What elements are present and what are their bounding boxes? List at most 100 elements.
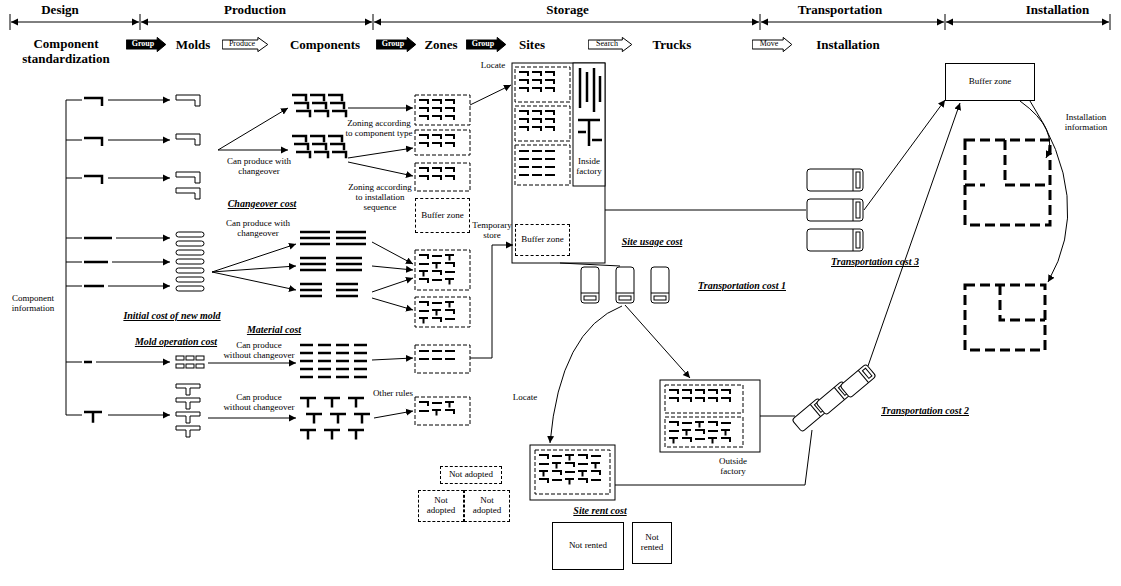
flow-arrow <box>550 306 622 443</box>
bar-component <box>300 269 326 272</box>
l-mold <box>176 172 200 183</box>
l-component <box>721 390 730 394</box>
l-component <box>532 72 541 76</box>
l-component <box>708 390 717 394</box>
phase-tick <box>10 14 11 30</box>
l-component <box>332 152 346 158</box>
bar-component <box>539 463 549 465</box>
phase-arrow <box>946 22 1109 23</box>
install-arrow <box>1020 101 1050 158</box>
flow-arrow <box>625 305 690 378</box>
bar-component <box>432 302 442 304</box>
flow-arrow <box>208 418 296 419</box>
bar-component <box>552 479 562 481</box>
t-component <box>578 471 587 476</box>
bar-component <box>432 350 442 352</box>
flow-arrow <box>372 358 413 360</box>
l-component <box>682 390 691 394</box>
l-component <box>312 103 326 109</box>
l-component <box>552 471 561 475</box>
truck <box>807 199 863 221</box>
bar-mold <box>176 250 204 255</box>
flow-line <box>615 430 812 485</box>
truck-window <box>654 296 666 300</box>
t-component <box>721 430 730 435</box>
l-component <box>445 263 454 267</box>
node-text: Group <box>132 40 155 49</box>
bar-component <box>354 376 367 379</box>
bar-component <box>354 368 367 371</box>
t-component <box>324 430 340 440</box>
phase-arrow <box>141 22 372 23</box>
note-label: Component information <box>2 293 64 313</box>
t-component <box>695 422 704 427</box>
flow-arrow <box>372 242 413 264</box>
step-arrow: Group <box>466 37 506 52</box>
bar-component <box>318 376 331 379</box>
bar-component <box>336 283 358 286</box>
l-component <box>294 144 308 150</box>
l-component <box>545 72 554 76</box>
cost-label: Transportation cost 3 <box>820 256 930 267</box>
l-component <box>292 95 306 101</box>
flow-arrow <box>348 148 413 158</box>
zone-box: Not adopted <box>464 490 510 522</box>
node-text: Group <box>472 40 495 49</box>
flow-arrow <box>374 411 413 418</box>
node-text: Not adopted <box>449 470 493 480</box>
l-component <box>432 271 441 275</box>
l-component <box>532 111 541 115</box>
l-component <box>310 95 324 101</box>
bar-component <box>84 285 104 288</box>
outside-factory-site <box>530 445 615 500</box>
node-text: Not adopted <box>419 496 463 516</box>
flow-arrow <box>108 178 170 179</box>
truck-window <box>856 202 860 218</box>
l-component <box>669 390 678 394</box>
l-component <box>591 471 600 475</box>
l-component <box>432 116 441 120</box>
storage-zone <box>535 450 610 494</box>
l-component <box>519 72 528 76</box>
cost-label: Transportation cost 1 <box>690 280 794 291</box>
l-component <box>445 310 454 314</box>
bar-component <box>432 402 442 404</box>
note-label: Can produce with changeover <box>222 156 296 176</box>
truck-body <box>581 267 599 303</box>
zone-box: Buffer zone <box>415 198 470 233</box>
l-component <box>695 430 704 434</box>
bar-mold <box>176 286 204 291</box>
l-component <box>708 422 717 426</box>
note-label: Zoning according to installation sequenc… <box>346 182 414 212</box>
bar-component <box>545 150 555 152</box>
l-component <box>539 479 548 483</box>
l-component <box>445 100 454 104</box>
t-component <box>348 430 364 440</box>
cost-label: Material cost <box>238 324 310 335</box>
l-component <box>432 176 441 180</box>
l-component <box>545 127 554 131</box>
bar-component <box>593 68 596 112</box>
node-text: Not rented <box>633 533 671 553</box>
t-component <box>682 430 691 435</box>
storage-zone <box>665 417 743 447</box>
l-component <box>419 116 428 120</box>
bar-component <box>578 463 588 465</box>
t-component <box>419 271 428 276</box>
bar-component <box>532 150 542 152</box>
bar-component <box>419 358 429 360</box>
l-component <box>539 455 548 459</box>
l-component <box>419 176 428 180</box>
truck-body <box>840 364 876 398</box>
floor-plan <box>965 285 1045 350</box>
bar-component <box>419 410 429 412</box>
l-component <box>545 111 554 115</box>
bar-component <box>300 231 330 234</box>
arrow-outline <box>376 37 416 51</box>
bar-component <box>84 237 112 240</box>
storage-zone <box>515 67 570 102</box>
l-component <box>519 127 528 131</box>
storage-zone <box>515 106 570 141</box>
bar-component <box>579 68 582 108</box>
